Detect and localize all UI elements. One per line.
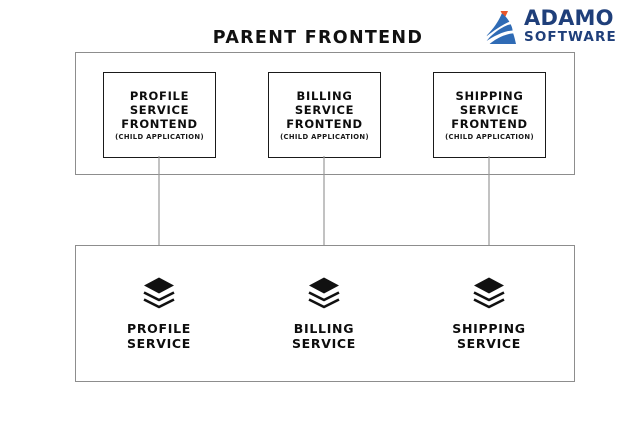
service-label-line2: SERVICE [456,336,522,351]
service-node-billing[interactable]: BILLING SERVICE [249,276,399,351]
child-app-line1: BILLING [296,89,353,103]
stacked-layers-icon [308,277,340,309]
service-label-line1: BILLING [293,321,355,336]
page-title: PARENT FRONTEND [212,28,424,48]
child-app-line1: PROFILE [129,89,190,103]
child-app-line3: FRONTEND [121,117,198,131]
child-app-box-profile[interactable]: PROFILE SERVICE FRONTEND (CHILD APPLICAT… [103,72,216,158]
service-node-shipping[interactable]: SHIPPING SERVICE [414,276,564,351]
logo-name-secondary: SOFTWARE [524,28,617,45]
adamo-swoosh-logo-icon [486,11,516,44]
service-label-line1: SHIPPING [452,321,526,336]
service-node-profile[interactable]: PROFILE SERVICE [84,276,234,351]
stacked-layers-icon [473,277,505,309]
child-app-box-shipping[interactable]: SHIPPING SERVICE FRONTEND (CHILD APPLICA… [433,72,546,158]
child-app-subtitle: (CHILD APPLICATION) [115,133,204,141]
service-label-line1: PROFILE [126,321,191,336]
service-label-line2: SERVICE [126,336,192,351]
logo-wordmark: ADAMO SOFTWARE [524,5,617,45]
child-app-line1: SHIPPING [455,89,524,103]
logo-name-primary: ADAMO [524,5,614,30]
service-label-line2: SERVICE [291,336,357,351]
child-app-subtitle: (CHILD APPLICATION) [445,133,534,141]
adamo-software-logo: ADAMO SOFTWARE [482,4,632,48]
child-app-box-billing[interactable]: BILLING SERVICE FRONTEND (CHILD APPLICAT… [268,72,381,158]
services-container [75,245,575,382]
child-app-line2: SERVICE [129,103,190,117]
child-app-line3: FRONTEND [286,117,363,131]
child-app-line3: FRONTEND [451,117,528,131]
stacked-layers-icon [143,277,175,309]
child-app-line2: SERVICE [294,103,355,117]
child-app-subtitle: (CHILD APPLICATION) [280,133,369,141]
child-app-line2: SERVICE [459,103,520,117]
